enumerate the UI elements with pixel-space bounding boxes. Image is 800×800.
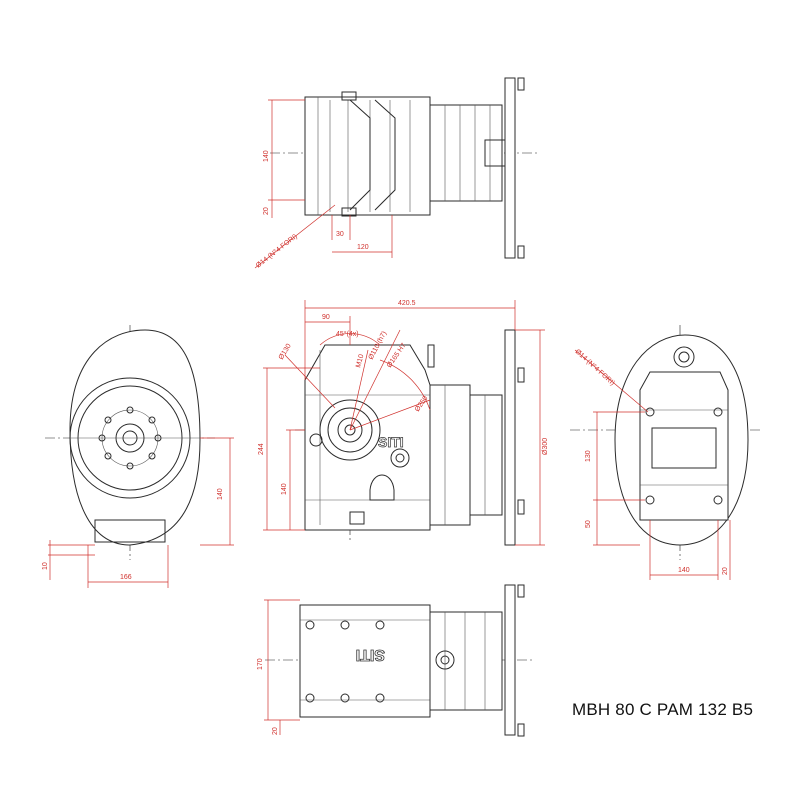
front-dim-244: 244 bbox=[258, 443, 265, 455]
right-end-view: Ø14 (N°4 FORI) 130 50 140 20 bbox=[570, 325, 760, 580]
bottom-brand-label: SITI bbox=[356, 646, 385, 663]
right-dim-hole: Ø14 (N°4 FORI) bbox=[574, 348, 617, 388]
front-dim-d130: Ø130 bbox=[278, 343, 293, 361]
left-dim-140: 140 bbox=[217, 488, 224, 500]
drawing-title: MBH 80 C PAM 132 B5 bbox=[572, 700, 754, 719]
front-dim-90: 90 bbox=[322, 314, 330, 321]
front-dim-m10: M10 bbox=[355, 353, 365, 368]
left-end-view: 140 10 166 bbox=[42, 325, 234, 588]
top-view: 140 20 30 120 Ø14 (N°4 FORI) bbox=[254, 77, 540, 270]
bottom-dim-170: 170 bbox=[257, 658, 264, 670]
front-dim-d300: Ø300 bbox=[542, 438, 549, 455]
top-dim-120: 120 bbox=[357, 244, 369, 251]
front-dim-45deg: 45°(4x) bbox=[336, 330, 359, 338]
top-dim-20: 20 bbox=[263, 207, 270, 215]
top-dim-140: 140 bbox=[263, 150, 270, 162]
right-dim-140: 140 bbox=[678, 567, 690, 574]
left-dim-10: 10 bbox=[42, 562, 49, 570]
front-dim-420-5: 420.5 bbox=[398, 300, 416, 307]
front-view: SITI 420.5 90 45°(4x) Ø130 M10 Ø110 (h7)… bbox=[258, 300, 549, 546]
bottom-view: SITI 170 20 bbox=[257, 584, 535, 737]
brand-label: SITI bbox=[378, 434, 404, 450]
right-dim-20: 20 bbox=[722, 567, 729, 575]
top-dim-hole: Ø14 (N°4 FORI) bbox=[254, 232, 299, 269]
bottom-dim-20: 20 bbox=[272, 727, 279, 735]
top-dim-30: 30 bbox=[336, 231, 344, 238]
right-dim-50: 50 bbox=[585, 520, 592, 528]
right-dim-130: 130 bbox=[585, 450, 592, 462]
left-dim-166: 166 bbox=[120, 574, 132, 581]
front-dim-140: 140 bbox=[281, 483, 288, 495]
